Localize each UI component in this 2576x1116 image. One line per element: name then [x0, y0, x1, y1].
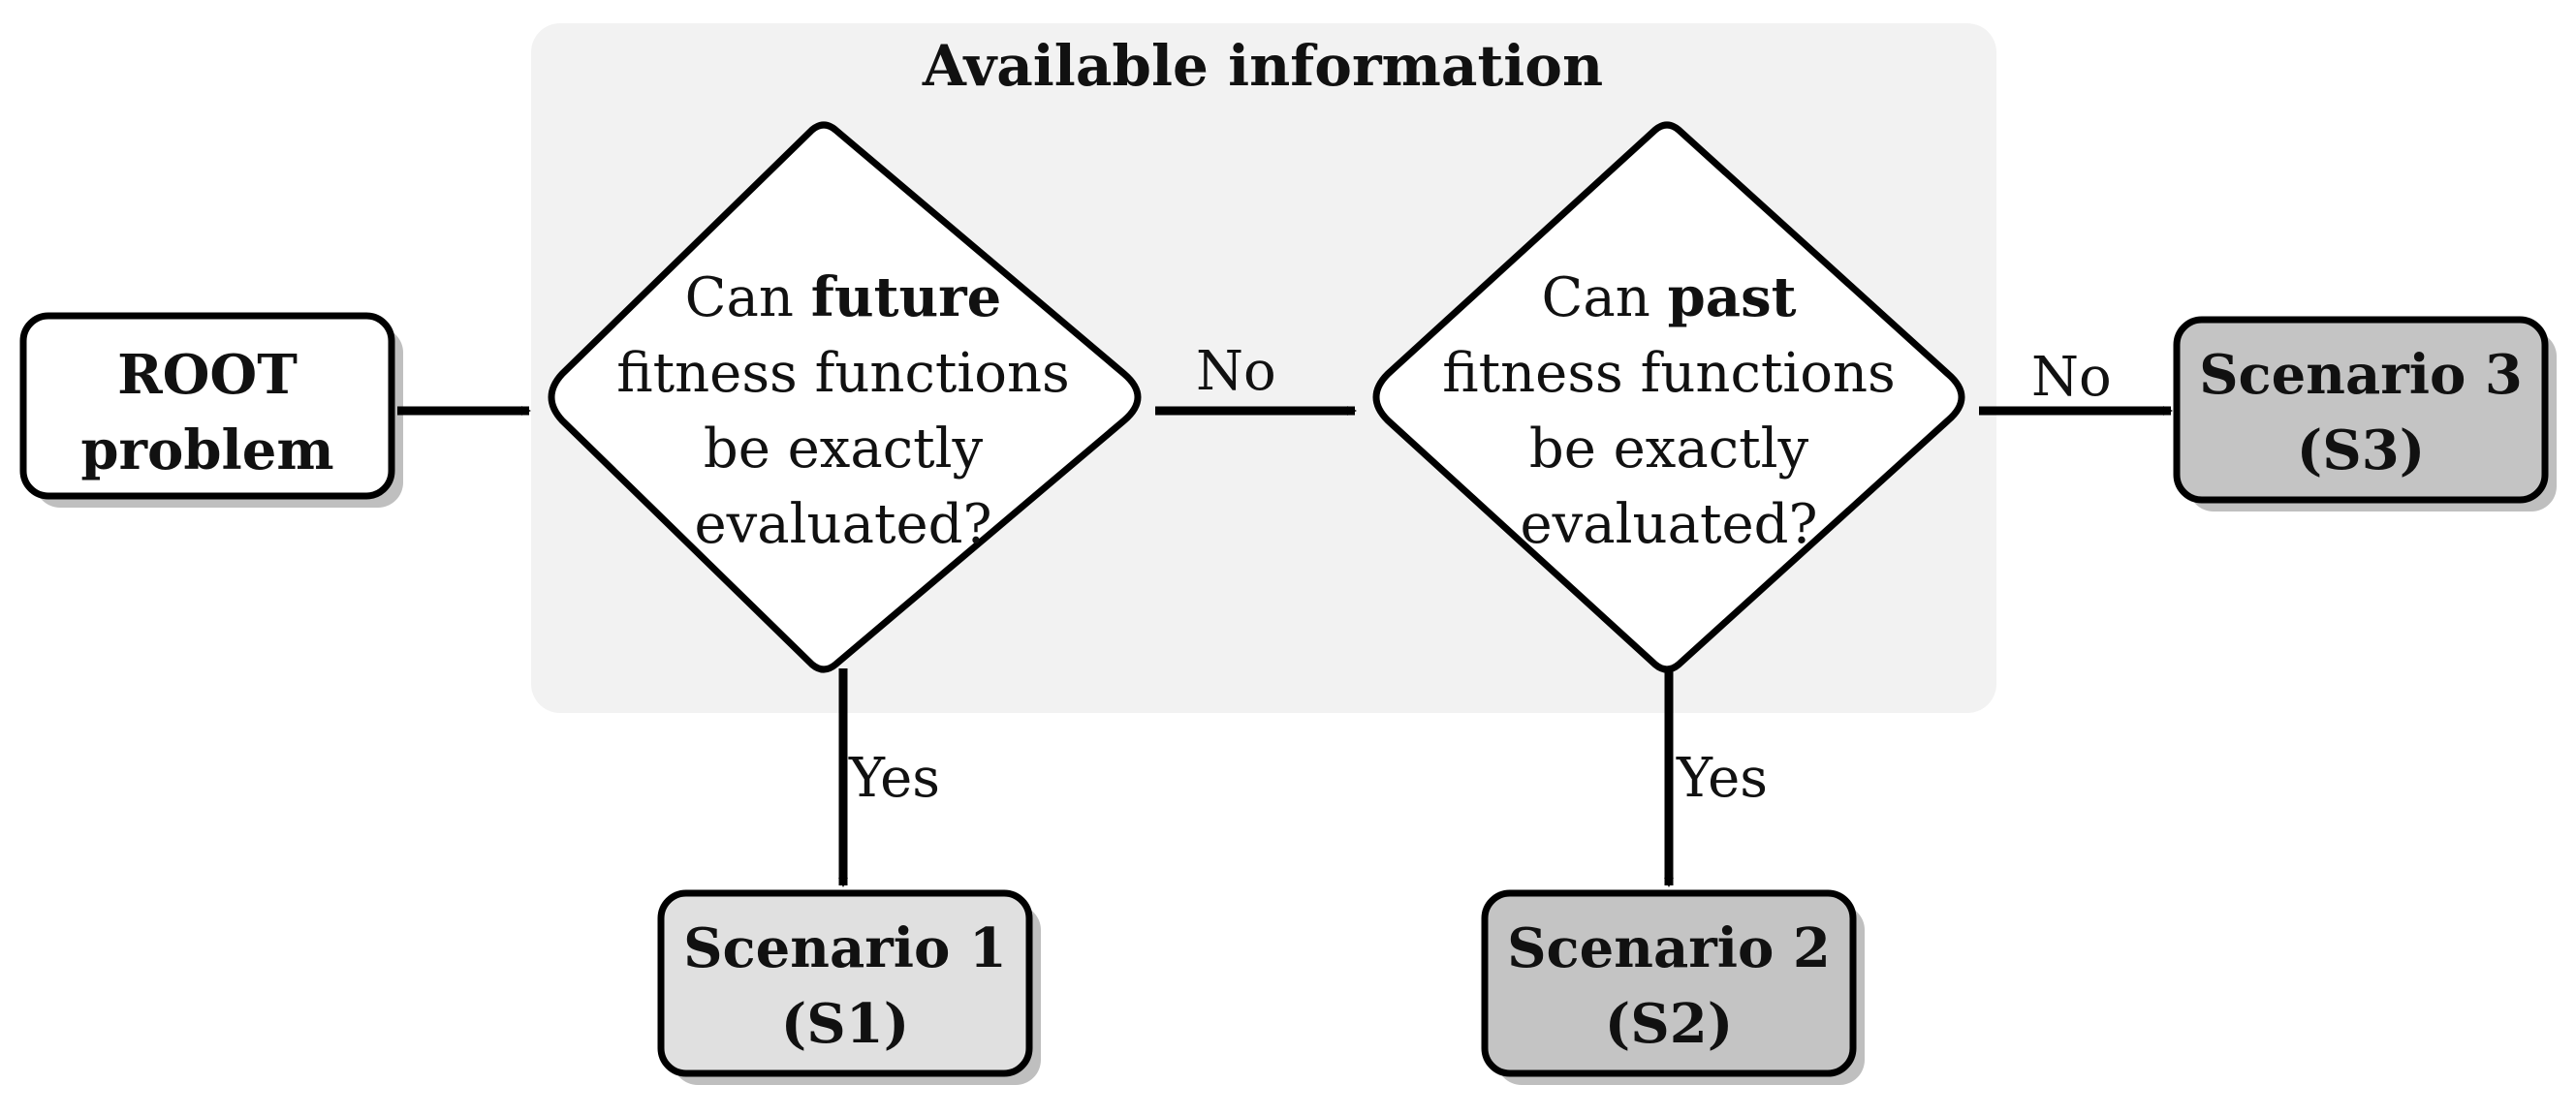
decision-future-node: Can future fitness functions be exactly … — [548, 121, 1142, 673]
scenario-2-line1: Scenario 2 — [1507, 916, 1831, 980]
scenario-3-node: Scenario 3 (S3) — [2173, 316, 2557, 512]
past-line1: Can past — [1542, 265, 1797, 329]
edge-label-past-yes: Yes — [1676, 747, 1768, 810]
edge-label-past-no: No — [2031, 346, 2112, 409]
scenario-1-node: Scenario 1 (S1) — [657, 889, 1041, 1085]
future-line2: fitness functions — [616, 342, 1070, 405]
past-keyword: past — [1668, 265, 1797, 329]
past-line4: evaluated? — [1520, 493, 1817, 556]
future-line4: evaluated? — [694, 493, 991, 556]
edge-label-future-yes: Yes — [848, 747, 940, 810]
root-line2: problem — [80, 418, 333, 482]
future-line1: Can future — [685, 265, 1002, 329]
panel-title: Available information — [922, 33, 1603, 99]
scenario-1-line1: Scenario 1 — [683, 916, 1007, 980]
future-line3: be exactly — [704, 418, 984, 480]
future-keyword: future — [811, 265, 1002, 329]
past-line3: be exactly — [1529, 418, 1809, 480]
scenario-3-line2: (S3) — [2297, 418, 2425, 482]
edge-label-future-no: No — [1196, 340, 1276, 403]
root-line1: ROOT — [117, 343, 298, 407]
scenario-2-line2: (S2) — [1605, 992, 1733, 1056]
root-problem-node: ROOT problem — [19, 312, 403, 508]
future-line1-prefix: Can — [685, 266, 811, 329]
scenario-1-line2: (S1) — [781, 992, 909, 1056]
scenario-2-node: Scenario 2 (S2) — [1481, 889, 1865, 1085]
past-line2: fitness functions — [1442, 342, 1896, 405]
decision-past-node: Can past fitness functions be exactly ev… — [1372, 121, 1965, 673]
scenario-3-line1: Scenario 3 — [2199, 343, 2523, 407]
past-line1-prefix: Can — [1542, 266, 1668, 329]
